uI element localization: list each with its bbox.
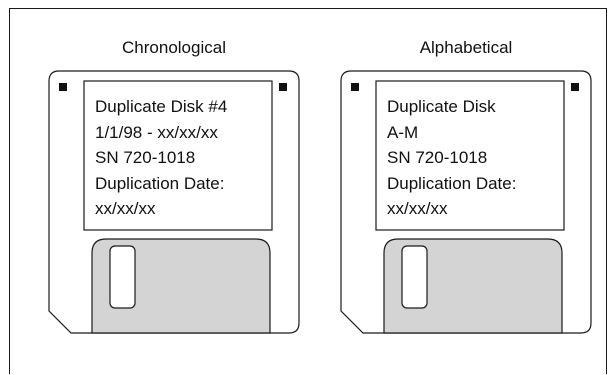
disk-label-area bbox=[375, 80, 565, 231]
label-line-serial: SN 720-1018 bbox=[387, 148, 488, 167]
label-line-title: Duplicate Disk #4 bbox=[95, 97, 228, 116]
disk-label-text: Duplicate Disk #4 1/1/98 - xx/xx/xx SN 7… bbox=[95, 94, 275, 222]
chronological-floppy-disk: Duplicate Disk #4 1/1/98 - xx/xx/xx SN 7… bbox=[48, 70, 300, 334]
alphabetical-caption: Alphabetical bbox=[419, 38, 513, 57]
metal-shutter bbox=[383, 238, 563, 334]
disk-label-text: Duplicate Disk A-M SN 720-1018 Duplicati… bbox=[387, 94, 567, 222]
metal-shutter bbox=[91, 238, 271, 334]
shutter-window bbox=[109, 245, 136, 309]
write-protect-hole-left bbox=[351, 83, 359, 91]
shutter-window bbox=[401, 245, 428, 309]
label-line-range: 1/1/98 - xx/xx/xx bbox=[95, 122, 218, 142]
label-line-date-value: xx/xx/xx bbox=[95, 199, 156, 218]
label-line-range: A-M bbox=[387, 122, 419, 142]
alphabetical-floppy-disk: Duplicate Disk A-M SN 720-1018 Duplicati… bbox=[340, 70, 592, 334]
label-line-date-value: xx/xx/xx bbox=[387, 199, 448, 218]
write-protect-hole-left bbox=[59, 83, 67, 91]
label-line-title: Duplicate Disk bbox=[387, 97, 496, 116]
label-line-date-heading: Duplication Date: bbox=[387, 173, 517, 193]
label-line-serial: SN 720-1018 bbox=[95, 148, 196, 167]
label-line-date-heading: Duplication Date: bbox=[95, 173, 225, 193]
chronological-caption: Chronological bbox=[122, 38, 226, 57]
write-protect-hole-right bbox=[279, 83, 287, 91]
floppy-disk-outline bbox=[48, 70, 300, 334]
write-protect-hole-right bbox=[571, 83, 579, 91]
floppy-disk-outline bbox=[340, 70, 592, 334]
disk-label-area bbox=[83, 80, 273, 231]
diagram-frame bbox=[9, 8, 607, 374]
